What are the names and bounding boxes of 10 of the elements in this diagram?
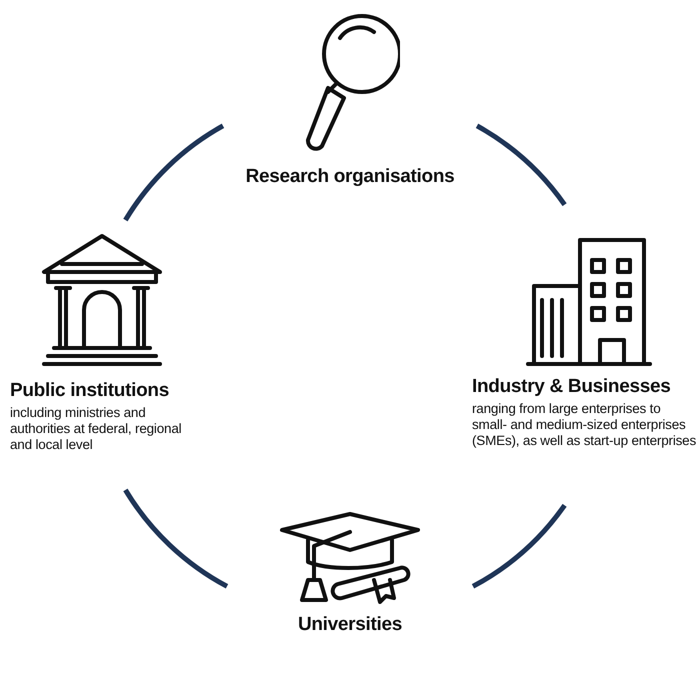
node-title: Public institutions: [10, 380, 169, 402]
arc-connector: [123, 488, 228, 588]
arc-connector: [472, 504, 567, 588]
node-description: including ministries and authorities at federal, regional and local level: [10, 405, 182, 453]
node-title: Universities: [298, 614, 402, 636]
node-description: ranging from large enterprises to small- and medium-sized enterprises (SMEs), as well as start-up enterprises: [472, 401, 697, 449]
node-title: Industry & Businesses: [472, 376, 671, 398]
node-title: Research organisations: [246, 166, 454, 188]
arc-connector: [123, 124, 224, 222]
arc-connector: [476, 124, 567, 206]
